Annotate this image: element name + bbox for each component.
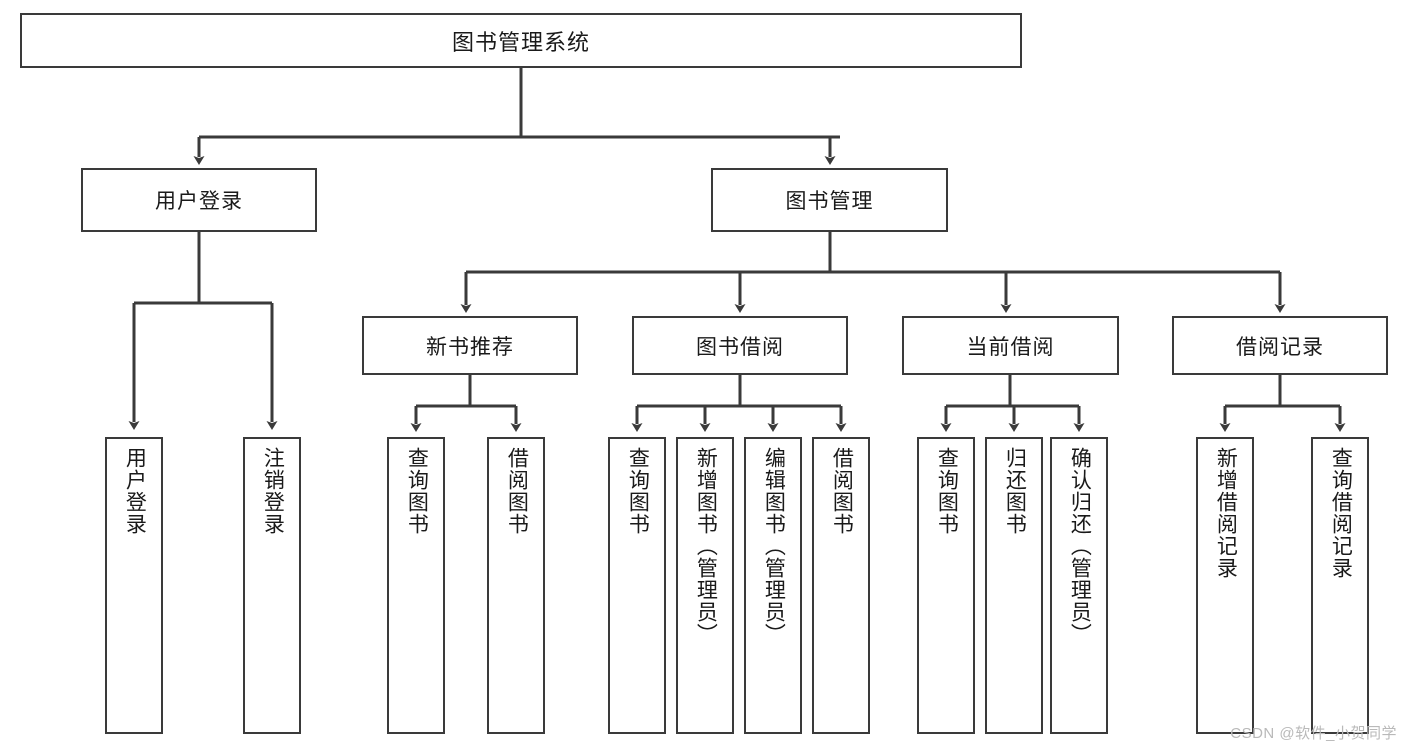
leaf-node[interactable]: 用户登录: [105, 437, 163, 734]
leaf-node-label: 新增图书（管理员）: [694, 447, 718, 645]
node-root[interactable]: 图书管理系统: [20, 13, 1022, 68]
leaf-node[interactable]: 借阅图书: [487, 437, 545, 734]
leaf-node-label: 查询图书: [935, 447, 959, 535]
node-book-borrow[interactable]: 图书借阅: [632, 316, 848, 375]
leaf-node-label: 归还图书: [1003, 447, 1027, 535]
node-user-login-label: 用户登录: [155, 190, 243, 213]
node-borrow-record-label: 借阅记录: [1236, 335, 1324, 359]
leaf-node-label: 查询借阅记录: [1329, 447, 1353, 579]
node-new-book-recommend[interactable]: 新书推荐: [362, 316, 578, 375]
leaf-node[interactable]: 编辑图书（管理员）: [744, 437, 802, 734]
leaf-node-label: 借阅图书: [505, 447, 529, 535]
leaf-node[interactable]: 注销登录: [243, 437, 301, 734]
node-borrow-record[interactable]: 借阅记录: [1172, 316, 1388, 375]
leaf-node-label: 用户登录: [123, 447, 147, 535]
node-book-borrow-label: 图书借阅: [696, 335, 784, 359]
node-new-book-recommend-label: 新书推荐: [426, 335, 514, 359]
leaf-node-label: 注销登录: [261, 447, 285, 535]
leaf-node-label: 编辑图书（管理员）: [762, 447, 786, 645]
leaf-node-label: 查询图书: [405, 447, 429, 535]
leaf-node-label: 查询图书: [626, 447, 650, 535]
leaf-node[interactable]: 借阅图书: [812, 437, 870, 734]
leaf-node[interactable]: 新增借阅记录: [1196, 437, 1254, 734]
node-book-management[interactable]: 图书管理: [711, 168, 948, 232]
leaf-node[interactable]: 新增图书（管理员）: [676, 437, 734, 734]
leaf-node[interactable]: 查询图书: [917, 437, 975, 734]
leaf-node-label: 借阅图书: [830, 447, 854, 535]
watermark: CSDN @软件_小贺同学: [1230, 725, 1397, 742]
leaf-node[interactable]: 确认归还（管理员）: [1050, 437, 1108, 734]
leaf-node[interactable]: 查询图书: [387, 437, 445, 734]
leaf-node-label: 新增借阅记录: [1214, 447, 1238, 579]
leaf-node-label: 确认归还（管理员）: [1068, 447, 1092, 645]
leaf-node[interactable]: 查询图书: [608, 437, 666, 734]
leaf-node[interactable]: 查询借阅记录: [1311, 437, 1369, 734]
node-user-login[interactable]: 用户登录: [81, 168, 317, 232]
node-current-borrow[interactable]: 当前借阅: [902, 316, 1119, 375]
leaf-node[interactable]: 归还图书: [985, 437, 1043, 734]
node-book-management-label: 图书管理: [785, 190, 874, 213]
node-current-borrow-label: 当前借阅: [966, 335, 1055, 359]
node-root-label: 图书管理系统: [451, 29, 590, 55]
